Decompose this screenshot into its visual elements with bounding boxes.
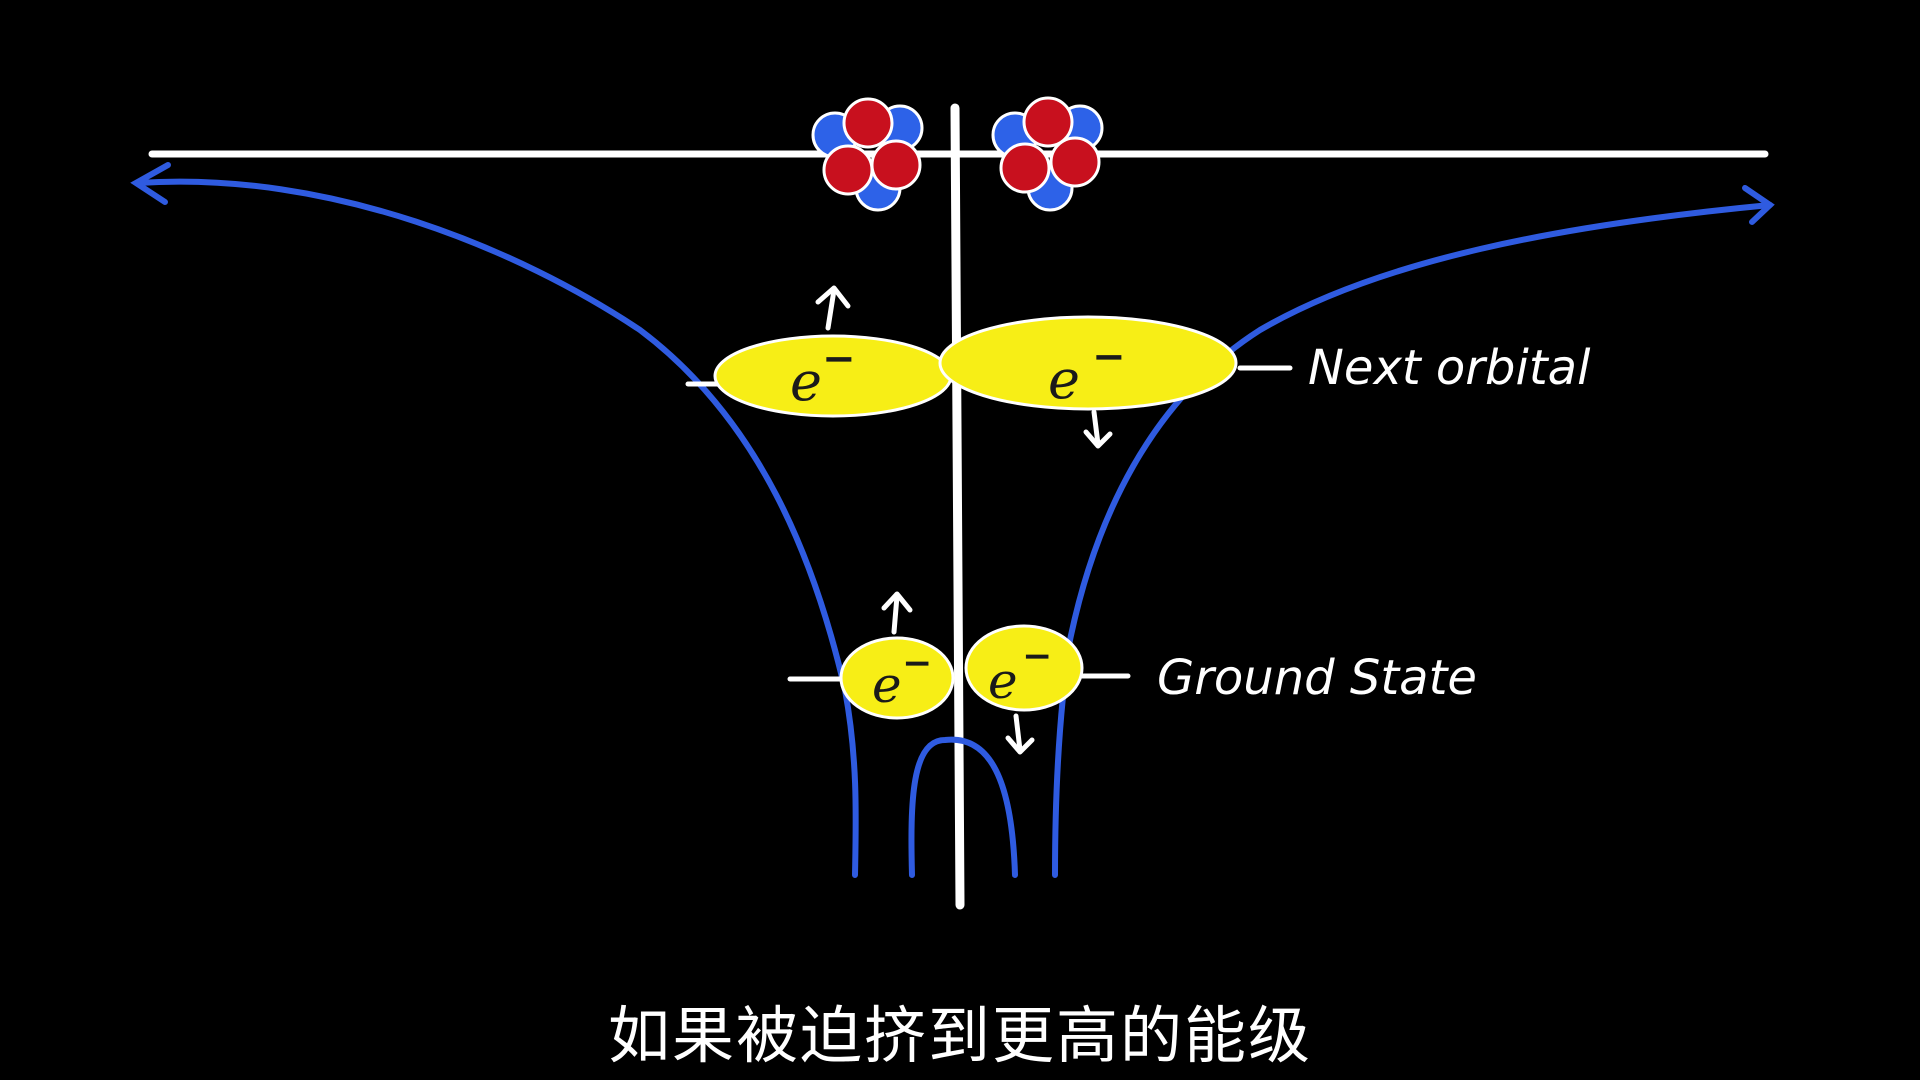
proton (1049, 136, 1101, 188)
proton (842, 97, 894, 149)
vertical-axis (950, 103, 965, 910)
next-orbital-electron-left: e − (713, 334, 953, 418)
electron-symbol: e (988, 652, 1018, 710)
spin-arrows (815, 285, 1113, 755)
spin-down-arrow (1005, 713, 1035, 755)
left-arrow-head (130, 162, 171, 205)
electron-cloud (938, 315, 1238, 411)
spin-up-arrow (815, 285, 851, 331)
next-orbital-label: Next orbital (1308, 340, 1591, 396)
proton (1022, 96, 1074, 148)
proton (870, 139, 922, 191)
left-potential-branch (135, 178, 859, 878)
next-orbital-electron-right: e − (938, 315, 1238, 411)
electron-symbol: e (872, 656, 902, 714)
ground-state-electron-right: e − (964, 624, 1084, 712)
energy-level-ticks (685, 365, 1293, 682)
electron-cloud (964, 624, 1084, 712)
central-barrier (908, 736, 1018, 878)
electron-charge: − (1022, 635, 1052, 677)
subtitle-caption: 如果被迫挤到更高的能级 (607, 999, 1312, 1072)
electron-charge: − (1092, 333, 1126, 380)
left-nucleus (811, 97, 924, 212)
spin-down-arrow (1083, 409, 1113, 449)
electron-symbol: e (790, 350, 822, 413)
ground-state-label: Ground State (1157, 650, 1477, 706)
proton (822, 144, 874, 196)
electron-symbol: e (1048, 348, 1080, 411)
spin-up-arrow (881, 591, 913, 635)
electron-charge: − (902, 642, 932, 684)
ground-state-electron-left: e − (839, 636, 955, 720)
proton (999, 142, 1051, 194)
potential-curve (130, 162, 1775, 878)
electron-cloud (839, 636, 955, 720)
right-arrow-head (1742, 185, 1775, 225)
right-nucleus (991, 96, 1104, 212)
right-potential-branch (1052, 202, 1773, 878)
electron-charge: − (822, 335, 856, 382)
